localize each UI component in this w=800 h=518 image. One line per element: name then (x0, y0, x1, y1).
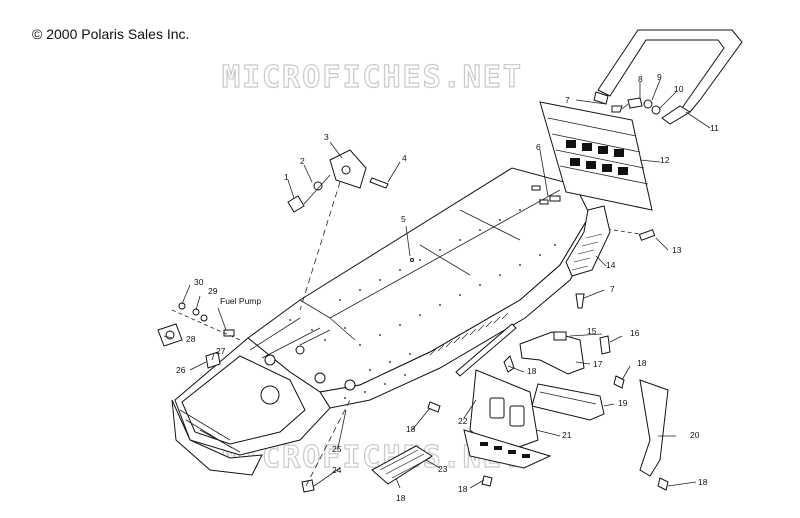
callout-18-right: 18 (637, 358, 647, 368)
callout-3: 3 (324, 132, 329, 142)
callout-24: 24 (332, 465, 342, 475)
callout-18-bottom-left: 18 (396, 493, 406, 503)
fuel-pump-label: Fuel Pump (220, 296, 261, 306)
callout-29: 29 (208, 286, 218, 296)
watermark-top: MICROFICHES.NET (222, 60, 523, 95)
footrest (371, 429, 552, 485)
callout-17: 17 (593, 359, 603, 369)
steering-bracket (287, 149, 389, 213)
callout-23: 23 (438, 464, 448, 474)
rear-flap (539, 101, 653, 211)
copyright-text: © 2000 Polaris Sales Inc. (32, 26, 190, 42)
callout-18-mid: 18 (527, 366, 537, 376)
flap-hardware (611, 97, 661, 115)
callout-22: 22 (458, 416, 468, 426)
fasteners (301, 258, 669, 493)
callout-2: 2 (300, 156, 305, 166)
callout-5: 5 (401, 214, 406, 224)
side-bracket (519, 331, 611, 375)
callout-9: 9 (657, 72, 662, 82)
rear-rail-parts (565, 205, 656, 277)
callout-11: 11 (710, 123, 719, 133)
callout-19: 19 (618, 398, 628, 408)
callout-18-bottom-right: 18 (698, 477, 708, 487)
callout-12: 12 (660, 155, 670, 165)
callout-16: 16 (630, 328, 640, 338)
callout-27: 27 (216, 346, 226, 356)
callout-8: 8 (638, 74, 643, 84)
callout-21: 21 (562, 430, 572, 440)
callout-7-top: 7 (565, 95, 570, 105)
leader-lines (163, 79, 711, 489)
callout-4: 4 (402, 153, 407, 163)
callout-18-center: 18 (406, 424, 416, 434)
callout-25: 25 (332, 444, 342, 454)
callout-13: 13 (672, 245, 682, 255)
front-hardware (157, 302, 235, 369)
callout-15: 15 (587, 326, 597, 336)
callout-6: 6 (536, 142, 541, 152)
callout-18-bottom-mid: 18 (458, 484, 468, 494)
callout-14: 14 (606, 260, 616, 270)
chassis-tunnel (171, 167, 595, 476)
callout-28: 28 (186, 334, 196, 344)
angle-bracket (531, 383, 605, 421)
running-board (639, 379, 669, 477)
callout-7-side: 7 (610, 284, 615, 294)
rear-bumper-bar (593, 29, 743, 125)
callout-1: 1 (284, 172, 289, 182)
callout-labels: 1 2 3 4 5 6 7 7 8 9 10 11 12 13 14 15 16… (176, 72, 719, 503)
callout-10: 10 (674, 84, 684, 94)
callout-26: 26 (176, 365, 186, 375)
callout-20: 20 (690, 430, 700, 440)
side-strip (455, 323, 517, 377)
callout-30: 30 (194, 277, 204, 287)
